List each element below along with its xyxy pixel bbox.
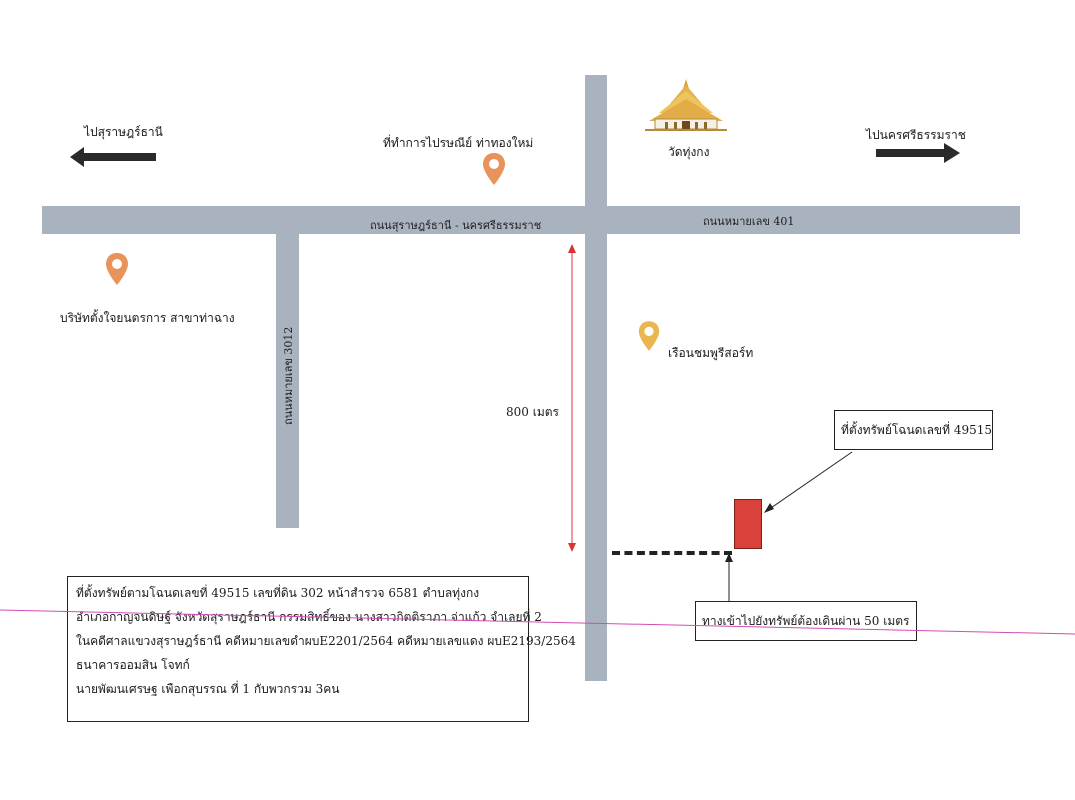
to-nakhon-label: ไปนครศรีธรรมราช xyxy=(866,128,966,142)
road-401-label: ถนนหมายเลข 401 xyxy=(703,215,795,228)
resort-label: เรือนชมพูรีสอร์ท xyxy=(668,346,754,360)
arrow-right-icon xyxy=(876,143,960,163)
company-label: บริษัทตั้งใจยนตรการ สาขาท่าฉาง xyxy=(60,311,235,325)
property-marker xyxy=(734,499,762,549)
temple-label: วัดทุ่งกง xyxy=(668,145,710,159)
property-callout: ที่ตั้งทรัพย์โฉนดเลขที่ 49515 xyxy=(834,410,993,450)
location-pin-icon xyxy=(106,253,128,285)
info-line-4: ธนาคารออมสิน โจทก์ xyxy=(76,658,190,672)
main-road xyxy=(42,206,1020,234)
temple-icon xyxy=(645,79,727,131)
side-road-label: ถนนหมายเลข 3012 xyxy=(282,326,295,425)
info-line-3: ในคดีศาลแขวงสุราษฎร์ธานี คดีหมายเลขดำผบE… xyxy=(76,634,576,648)
property-callout-text: ที่ตั้งทรัพย์โฉนดเลขที่ 49515 xyxy=(841,423,993,437)
main-road-label: ถนนสุราษฎร์ธานี - นครศรีธรรมราช xyxy=(370,219,542,232)
info-line-1: ที่ตั้งทรัพย์ตามโฉนดเลขที่ 49515 เลขที่ด… xyxy=(76,586,480,600)
vertical-road-401 xyxy=(585,75,607,681)
distance-arrow xyxy=(568,244,576,552)
access-callout: ทางเข้าไปยังทรัพย์ต้องเดินผ่าน 50 เมตร xyxy=(695,601,917,641)
location-pin-icon xyxy=(638,321,660,351)
distance-label: 800 เมตร xyxy=(506,405,559,419)
access-pointer-arrow xyxy=(725,553,733,601)
stray-scan-line xyxy=(0,609,1075,635)
access-callout-text: ทางเข้าไปยังทรัพย์ต้องเดินผ่าน 50 เมตร xyxy=(702,614,910,628)
info-line-5: นายพัฒนเศรษฐ เพือกสุบรรณ ที่ 1 กับพวกรวม… xyxy=(76,682,340,696)
access-path-dashed xyxy=(612,551,732,555)
to-surat-label: ไปสุราษฎร์ธานี xyxy=(84,125,163,139)
side-road-3012 xyxy=(276,232,299,528)
property-info-box: ที่ตั้งทรัพย์ตามโฉนดเลขที่ 49515 เลขที่ด… xyxy=(67,576,576,722)
callout-pointer-arrow xyxy=(764,451,853,513)
arrow-left-icon xyxy=(70,147,156,167)
location-pin-icon xyxy=(483,153,505,185)
post-office-label: ที่ทำการไปรษณีย์ ท่าทองใหม่ xyxy=(383,136,534,150)
